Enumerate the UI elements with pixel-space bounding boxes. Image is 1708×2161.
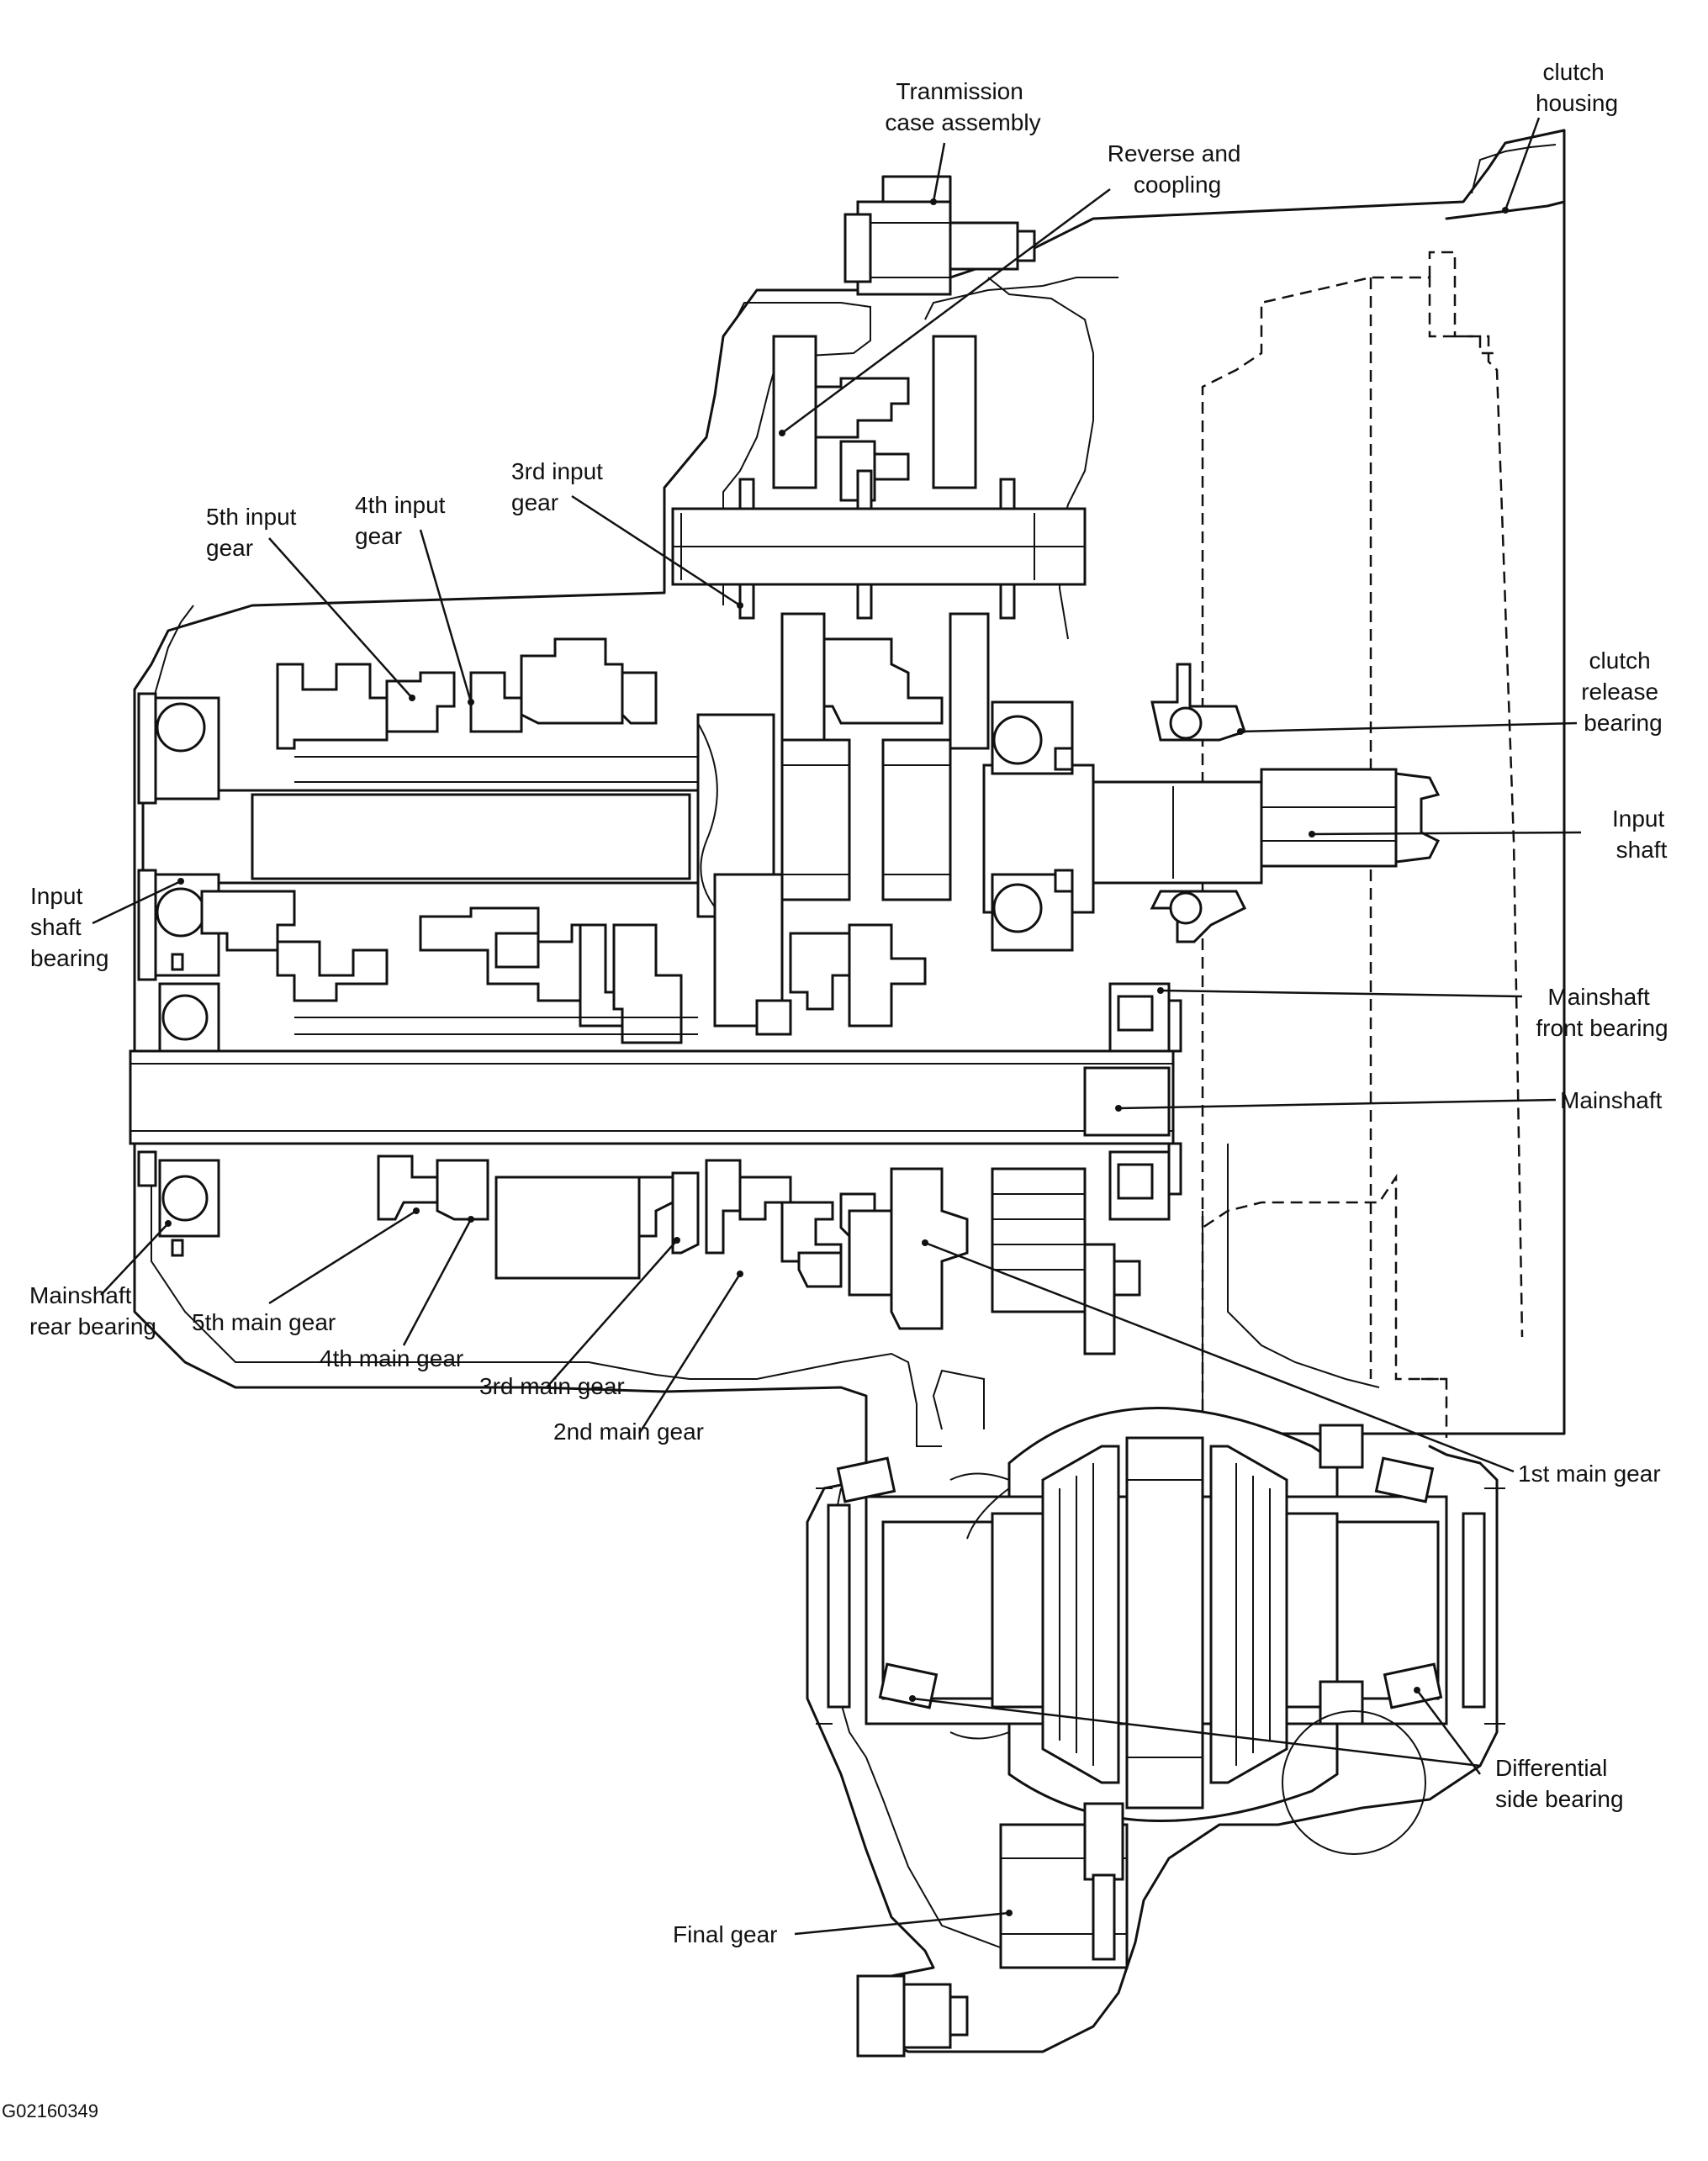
label-mainshaft-front-bearing: Mainshaft front bearing — [1536, 984, 1668, 1041]
label-third-input-gear: 3rd input gear — [511, 458, 610, 515]
label-differential-side-bearing: Differential side bearing — [1495, 1755, 1624, 1812]
label-third-main-gear: 3rd main gear — [479, 1373, 625, 1399]
label-mainshaft-rear-bearing: Mainshaft rear bearing — [29, 1282, 156, 1339]
clutch-dashed-outline — [1201, 251, 1524, 1438]
label-first-main-gear: 1st main gear — [1518, 1461, 1661, 1487]
differential-assembly — [816, 1407, 1505, 1855]
label-clutch-housing: clutch housing — [1536, 59, 1618, 116]
label-clutch-release-bearing: clutch release bearing — [1581, 647, 1665, 736]
figure-id: G02160349 — [2, 2100, 98, 2121]
label-transmission-case: Tranmission case assembly — [885, 78, 1040, 135]
label-reverse-coupling: Reverse and coopling — [1108, 140, 1248, 198]
label-input-shaft: Input shaft — [1612, 806, 1671, 863]
input-gears-lower — [200, 873, 927, 1044]
leader-lines — [92, 117, 1582, 1936]
label-fifth-input-gear: 5th input gear — [206, 504, 303, 561]
mainshaft-assembly — [129, 953, 1182, 1257]
transmission-case-bolt — [843, 200, 1036, 296]
differential-pinion-teeth — [1059, 1463, 1271, 1766]
main-gears — [377, 1154, 1141, 1355]
reverse-coupling-assembly — [671, 335, 1087, 750]
label-input-shaft-bearing: Input shaft bearing — [30, 883, 108, 971]
label-fourth-main-gear: 4th main gear — [320, 1345, 463, 1371]
label-fourth-input-gear: 4th input gear — [355, 492, 452, 549]
final-gear-assembly — [856, 1802, 1129, 2058]
label-second-main-gear: 2nd main gear — [553, 1419, 704, 1445]
label-fifth-main-gear: 5th main gear — [192, 1309, 336, 1335]
label-final-gear: Final gear — [673, 1921, 778, 1947]
label-mainshaft: Mainshaft — [1560, 1087, 1663, 1113]
